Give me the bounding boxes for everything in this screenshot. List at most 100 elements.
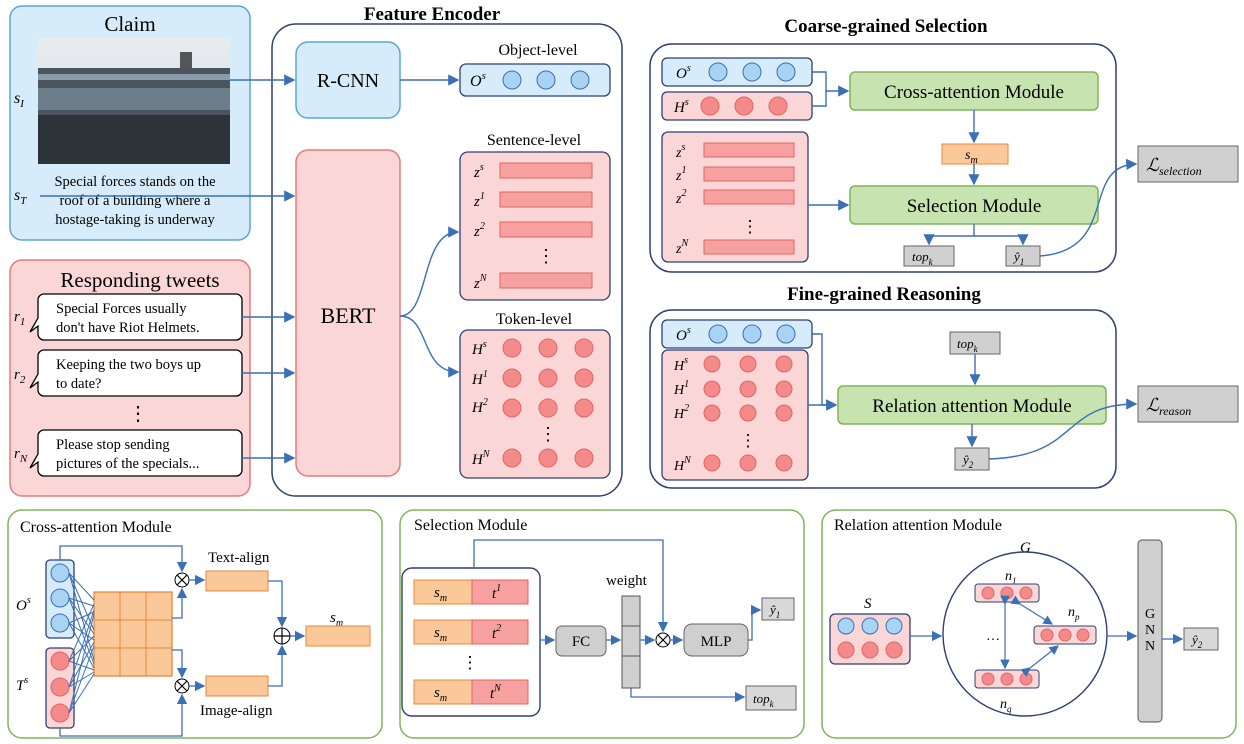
tweet-1: Special Forces usually don't have Riot H…	[14, 293, 243, 341]
selection-row-n: sm tN	[413, 679, 529, 705]
image-align-box	[205, 675, 269, 697]
coarse-os-node	[776, 62, 796, 82]
relation-nq-label: nq	[1000, 697, 1012, 714]
coarse-selection: Coarse-grained Selection Os Hs zs z1 z2 …	[649, 16, 1239, 273]
tweet-1-line-2: don't have Riot Helmets.	[56, 320, 200, 336]
relation-g-label: G	[1020, 540, 1031, 556]
selection-ellipsis: ⋮	[462, 653, 479, 672]
sentence-z-s: zs	[473, 162, 484, 181]
cross-multiply-top	[174, 572, 190, 588]
fine-os-node	[708, 324, 728, 344]
sentence-bar	[499, 221, 593, 238]
weight-column	[621, 595, 641, 689]
text-align-label: Text-align	[208, 550, 270, 566]
cross-ts-label: Ts	[16, 675, 28, 694]
fine-topk-label: topk	[957, 336, 979, 354]
sentence-z-2: z2	[473, 221, 485, 240]
selection-row-2: sm t2	[413, 619, 529, 645]
object-level-box	[459, 63, 611, 97]
sentence-z-1: z1	[473, 191, 485, 210]
relation-n1-label: n1	[1005, 569, 1017, 586]
gnn-letter-2: N	[1145, 623, 1155, 638]
token-level-box	[459, 329, 611, 479]
coarse-z-2: z2	[675, 188, 686, 207]
text-align-box	[205, 570, 269, 592]
fc-label: FC	[572, 634, 590, 650]
coarse-topk-box	[903, 245, 955, 267]
coarse-z-bar	[703, 142, 795, 158]
sentence-ellipsis: ⋮	[537, 246, 555, 266]
relation-panel-title: Relation attention Module	[834, 517, 1002, 534]
cross-panel-title: Cross-attention Module	[20, 519, 172, 536]
tweet-2-line-2: to date?	[56, 376, 102, 392]
cross-grid-links	[68, 572, 95, 714]
encoder-title: Feature Encoder	[364, 4, 501, 25]
claim-title: Claim	[104, 12, 155, 36]
loss-selection-box	[1137, 145, 1239, 183]
gnn-box	[1137, 539, 1163, 723]
responding-title: Responding tweets	[60, 268, 219, 292]
coarse-z-bar	[703, 189, 795, 205]
coarse-z-s: zs	[675, 142, 685, 161]
coarse-os-node	[708, 62, 728, 82]
sentence-bar	[499, 191, 593, 208]
coarse-hs-node	[768, 96, 788, 116]
tweet-2-line-1: Keeping the two boys up	[56, 357, 201, 373]
coarse-arrows	[808, 71, 1138, 257]
fine-reasoning: Fine-grained Reasoning Os Hs H1 H2 HN ⋮ …	[649, 284, 1239, 489]
fc-box	[555, 625, 607, 657]
sentence-bar	[499, 272, 593, 289]
cross-attention-grid	[93, 591, 173, 677]
cross-attention-panel: Cross-attention Module Os Ts	[7, 509, 383, 739]
fine-os-node	[742, 324, 762, 344]
responding-box: Responding tweets Special Forces usually…	[9, 259, 251, 497]
fine-os-node	[776, 324, 796, 344]
cross-multiply-bottom	[174, 678, 190, 694]
tweet-n-line-2: pictures of the specials...	[56, 456, 199, 472]
fine-ellipsis: ⋮	[740, 431, 757, 450]
claim-image-label: sI	[14, 90, 25, 110]
token-level-label: Token-level	[496, 311, 573, 328]
token-nodes	[502, 338, 594, 468]
tweet-1-line-1: Special Forces usually	[56, 301, 187, 317]
coarse-z-bar	[703, 166, 795, 182]
cross-sm-box	[305, 625, 371, 647]
tweet-n-line-1: Please stop sending	[56, 437, 170, 453]
image-align-label: Image-align	[200, 703, 273, 719]
object-node	[502, 70, 522, 90]
tweet-2: Keeping the two boys up to date? r2	[14, 349, 243, 397]
tweet-2-label: r2	[14, 367, 26, 386]
tweet-ellipsis: ⋮	[128, 403, 148, 425]
relation-module-label: Relation attention Module	[872, 396, 1071, 417]
fine-h-box	[661, 349, 809, 481]
object-node	[536, 70, 556, 90]
svg-text:t2: t2	[492, 623, 501, 642]
object-level-label: Object-level	[498, 42, 578, 59]
claim-photo	[38, 38, 230, 164]
fine-title: Fine-grained Reasoning	[787, 284, 981, 305]
weight-label: weight	[606, 573, 648, 589]
relation-graph-edges	[1000, 595, 1059, 677]
mlp-label: MLP	[701, 634, 732, 650]
coarse-z-1: z1	[675, 165, 686, 184]
selection-panel-arrows	[473, 539, 762, 703]
coarse-y1-box	[1005, 245, 1041, 267]
selection-panel-title: Selection Module	[414, 517, 527, 534]
coarse-z-bar	[703, 239, 795, 255]
loss-reason-box	[1137, 385, 1239, 423]
coarse-sm-box	[941, 143, 1009, 165]
selection-module-label: Selection Module	[907, 196, 1042, 217]
sentence-bar	[499, 162, 593, 179]
relation-graph-circle	[942, 551, 1108, 717]
claim-text-line-2: roof of a building where a	[60, 193, 212, 209]
fine-arrows	[808, 333, 1138, 460]
rcnn-label: R-CNN	[317, 70, 379, 92]
relation-y2-box	[1183, 627, 1219, 651]
selection-multiply	[655, 632, 671, 648]
coarse-os-node	[742, 62, 762, 82]
selection-rows-box	[401, 567, 541, 717]
tweet-1-label: r1	[14, 309, 25, 328]
tweet-n: Please stop sending pictures of the spec…	[14, 429, 243, 477]
selection-topk-box	[745, 685, 797, 711]
